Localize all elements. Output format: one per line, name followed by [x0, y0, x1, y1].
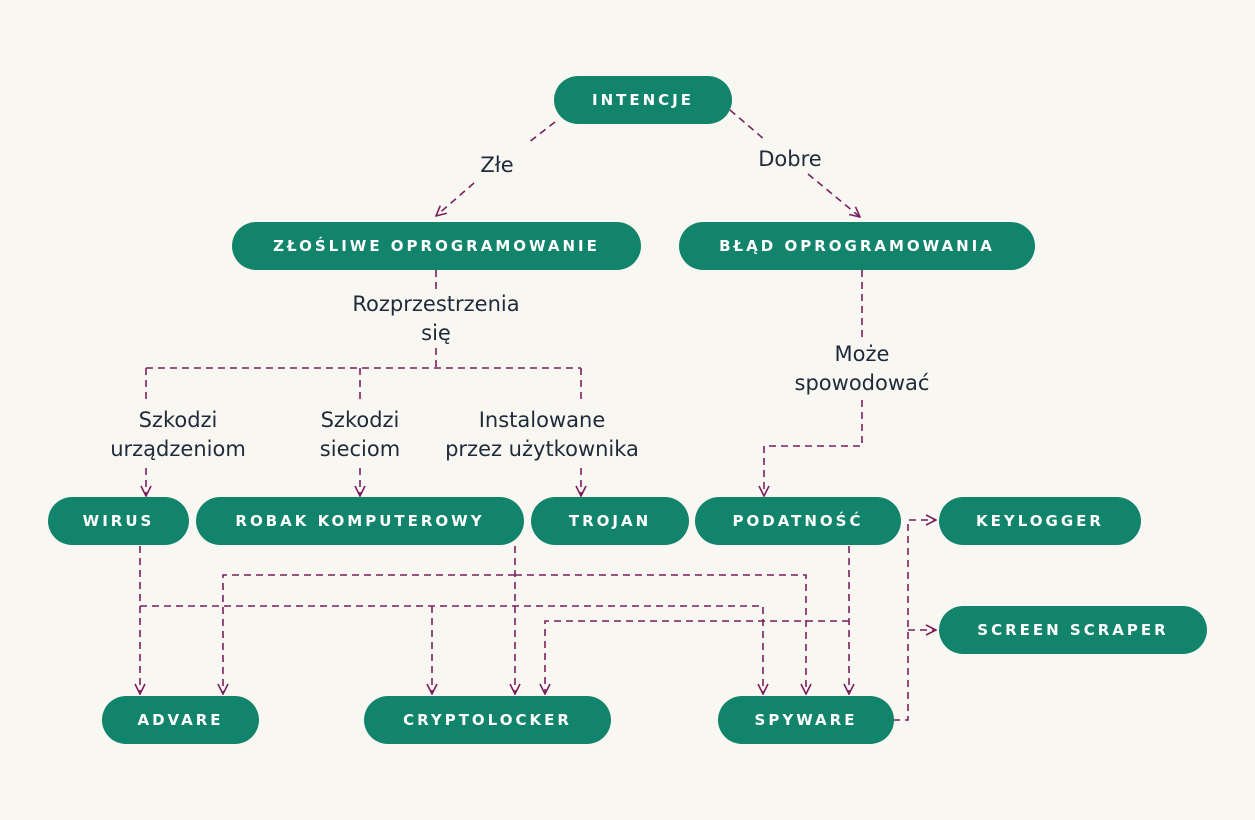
- node-podatnosc[interactable]: PODATNOŚĆ: [695, 497, 901, 545]
- edge-robak-advare: [223, 574, 515, 694]
- edge-label-rozprzestrzenia-line2: się: [421, 321, 451, 345]
- node-spyware[interactable]: SPYWARE: [718, 696, 894, 744]
- edge-label-szkodzi-urz-line1: Szkodzi: [138, 408, 218, 432]
- edge-label-moze-line2: spowodować: [794, 371, 930, 395]
- edge-robak-spyware: [515, 574, 806, 694]
- edge-podatnosc-cryptolocker: [545, 620, 849, 694]
- node-screen-scraper[interactable]: SCREEN SCRAPER: [939, 606, 1207, 654]
- edge-label-instalowane: Instalowane przez użytkownika: [432, 406, 652, 464]
- edge-label-szkodzi-siec-line1: Szkodzi: [320, 408, 400, 432]
- node-blad-oprogramowania[interactable]: BŁĄD OPROGRAMOWANIA: [679, 222, 1035, 270]
- node-wirus[interactable]: WIRUS: [48, 497, 189, 545]
- edge-wirus-spyware: [140, 605, 763, 694]
- node-advare[interactable]: ADVARE: [102, 696, 259, 744]
- node-trojan[interactable]: TROJAN: [531, 497, 689, 545]
- edge-label-rozprzestrzenia-line1: Rozprzestrzenia: [352, 292, 520, 316]
- edge-dobre: [729, 109, 766, 141]
- edge-label-szkodzi-urz-line2: urządzeniom: [110, 437, 246, 461]
- edge-spyware-keylogger: [893, 520, 936, 721]
- edge-zle: [527, 121, 556, 144]
- edge-moze-bottom: [764, 400, 863, 496]
- edge-label-instalowane-line2: przez użytkownika: [445, 437, 639, 461]
- edge-label-moze-spowodowac: Może spowodować: [762, 340, 962, 398]
- node-cryptolocker[interactable]: CRYPTOLOCKER: [364, 696, 611, 744]
- node-keylogger[interactable]: KEYLOGGER: [939, 497, 1141, 545]
- edge-label-szkodzi-siec-line2: sieciom: [319, 437, 401, 461]
- node-intencje[interactable]: INTENCJE: [554, 76, 732, 124]
- edge-label-szkodzi-sieciom: Szkodzi sieciom: [280, 406, 440, 464]
- node-zlosliwe-oprogramowanie[interactable]: ZŁOŚLIWE OPROGRAMOWANIE: [232, 222, 641, 270]
- edge-label-moze-line1: Może: [834, 342, 890, 366]
- edge-label-dobre: Dobre: [758, 147, 822, 171]
- edge-zle-arrow: [436, 182, 475, 216]
- edge-label-szkodzi-urzadzeniom: Szkodzi urządzeniom: [78, 406, 278, 464]
- edge-label-rozprzestrzenia: Rozprzestrzenia się: [316, 290, 556, 348]
- edge-dobre-arrow: [807, 173, 860, 217]
- node-robak-komputerowy[interactable]: ROBAK KOMPUTEROWY: [196, 497, 524, 545]
- edge-label-zle: Złe: [480, 153, 514, 177]
- edge-label-instalowane-line1: Instalowane: [478, 408, 606, 432]
